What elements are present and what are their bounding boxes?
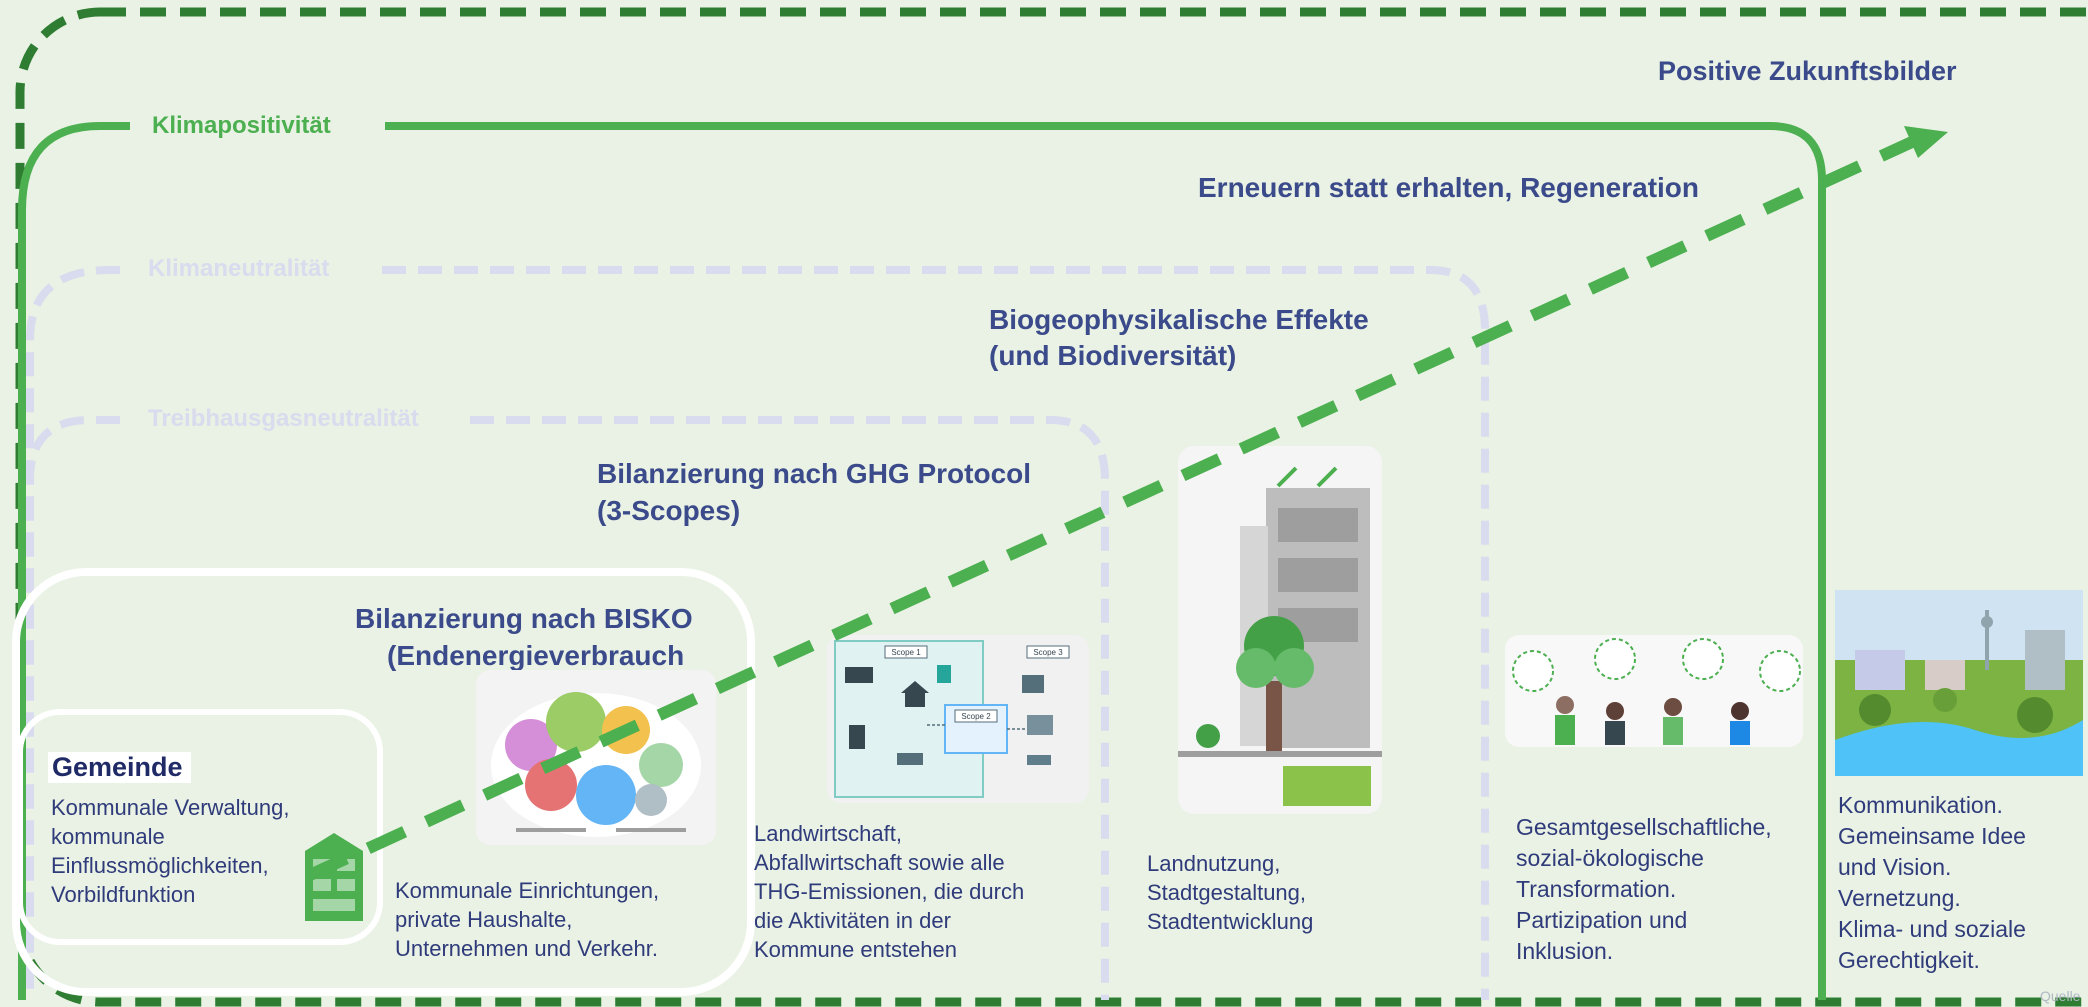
scope-label: Scope 1 bbox=[891, 648, 921, 657]
scope-label: Scope 2 bbox=[961, 712, 991, 721]
description-line: sozial-ökologische bbox=[1516, 845, 1704, 871]
progress-arrow-line bbox=[307, 136, 1915, 881]
description-line: kommunale bbox=[51, 824, 165, 849]
bisko-description: Kommunale Einrichtungen, private Haushal… bbox=[395, 876, 659, 963]
scope-label: Scope 3 bbox=[1033, 648, 1063, 657]
city-vision-illustration bbox=[1835, 590, 2083, 776]
klimapositiv-label: Klimapositivität bbox=[148, 112, 335, 140]
description-line: Landnutzung, bbox=[1147, 851, 1281, 876]
description-line: Kommunale Einrichtungen, bbox=[395, 878, 660, 903]
klimaneutral-title-line: (und Biodiversität) bbox=[989, 340, 1237, 371]
description-line: Landwirtschaft, bbox=[754, 821, 902, 846]
thg-description: Landwirtschaft, Abfallwirtschaft sowie a… bbox=[754, 819, 1024, 964]
bisko-title: Bilanzierung nach BISKO (Endenergieverbr… bbox=[355, 600, 699, 674]
klimaneutral-box-right bbox=[382, 266, 1489, 1000]
klimaneutral-title: Biogeophysikalische Effekte (und Biodive… bbox=[989, 302, 1369, 374]
klimapositiv-title: Erneuern statt erhalten, Regeneration bbox=[1198, 172, 1700, 203]
description-line: Stadtgestaltung, bbox=[1147, 880, 1307, 905]
source-note: Quelle bbox=[2040, 988, 2081, 1004]
klimapositiv-box-right bbox=[385, 122, 1826, 1000]
description-line: und Vision. bbox=[1838, 854, 1952, 880]
description-line: Klima- und soziale bbox=[1838, 916, 2026, 942]
description-line: private Haushalte, bbox=[395, 907, 573, 932]
scopes-diagram-illustration: Scope 1 Scope 2 Scope 3 bbox=[827, 635, 1089, 803]
description-line: Stadtentwicklung bbox=[1147, 909, 1314, 934]
klimapositiv-box-left bbox=[18, 122, 130, 1000]
description-line: Inklusion. bbox=[1516, 938, 1614, 964]
klimaneutral-title-line: Biogeophysikalische Effekte bbox=[989, 304, 1369, 335]
description-line: Gesamtgesellschaftliche, bbox=[1516, 814, 1772, 840]
klimaneutral-description: Landnutzung, Stadtgestaltung, Stadtentwi… bbox=[1147, 849, 1313, 936]
description-line: Partizipation und bbox=[1516, 907, 1688, 933]
positive-description: Kommunikation. Gemeinsame Idee und Visio… bbox=[1838, 790, 2026, 976]
description-line: Transformation. bbox=[1516, 876, 1677, 902]
description-line: Abfallwirtschaft sowie alle bbox=[754, 850, 1005, 875]
thg-box-left bbox=[26, 416, 120, 1000]
bisko-title-line: Bilanzierung nach BISKO bbox=[355, 603, 693, 634]
gemeinde-description: Kommunale Verwaltung, kommunale Einfluss… bbox=[51, 793, 289, 909]
description-line: Unternehmen und Verkehr. bbox=[395, 936, 658, 961]
description-line: Kommune entstehen bbox=[754, 937, 958, 962]
description-line: die Aktivitäten in der bbox=[754, 908, 951, 933]
thg-label: Treibhausgasneutralität bbox=[144, 405, 423, 433]
klimaneutral-box-left bbox=[26, 266, 120, 1000]
bisko-title-line: (Endenergieverbrauch bbox=[387, 640, 685, 671]
description-line: Einflussmöglichkeiten, bbox=[51, 853, 269, 878]
thg-box-right bbox=[470, 416, 1109, 1000]
gemeinde-title: Gemeinde bbox=[48, 752, 191, 783]
description-line: THG-Emissionen, die durch bbox=[754, 879, 1025, 904]
thg-title-line: (3-Scopes) bbox=[597, 495, 741, 526]
progress-arrow-head bbox=[1904, 126, 1948, 158]
description-line: Vorbildfunktion bbox=[51, 882, 196, 907]
thg-title-line: Bilanzierung nach GHG Protocol bbox=[597, 458, 1032, 489]
participation-illustration bbox=[1505, 635, 1803, 747]
green-building-illustration bbox=[1178, 446, 1382, 814]
description-line: Vernetzung. bbox=[1838, 885, 1961, 911]
sector-clouds-illustration bbox=[476, 670, 716, 845]
description-line: Kommunale Verwaltung, bbox=[51, 795, 290, 820]
bisko-box-outline bbox=[12, 568, 755, 996]
description-line: Kommunikation. bbox=[1838, 792, 2003, 818]
klimaneutral-label: Klimaneutralität bbox=[144, 255, 334, 283]
positive-title: Positive Zukunftsbilder bbox=[1658, 56, 1957, 86]
gemeinde-box-outline bbox=[17, 709, 383, 945]
description-line: Gemeinsame Idee bbox=[1838, 823, 2026, 849]
thg-title: Bilanzierung nach GHG Protocol (3-Scopes… bbox=[597, 455, 1031, 529]
description-line: Gerechtigkeit. bbox=[1838, 947, 1980, 973]
klimapositiv-description: Gesamtgesellschaftliche, sozial-ökologis… bbox=[1516, 812, 1772, 967]
